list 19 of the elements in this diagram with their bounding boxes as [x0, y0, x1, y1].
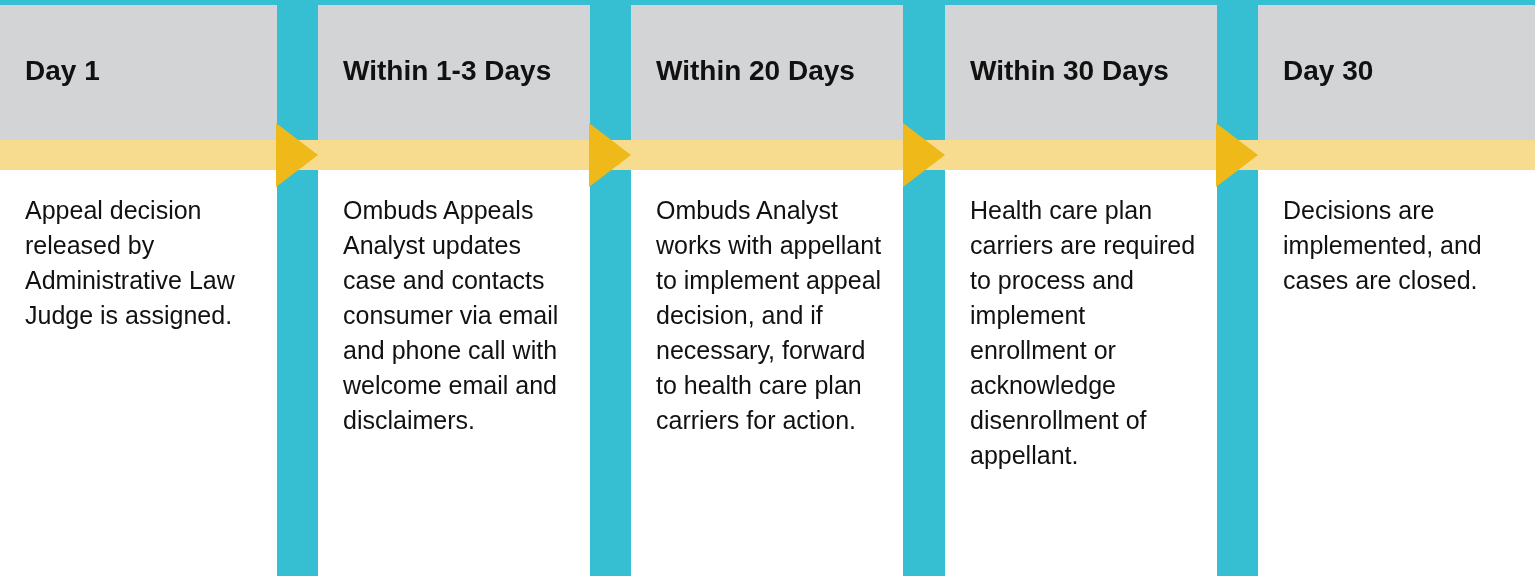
- arrow: [276, 123, 318, 187]
- step-card: [945, 5, 1217, 576]
- step-card: [0, 5, 277, 576]
- step-description: Appeal decision released by Administrative Law Judge is assigned.: [25, 195, 236, 331]
- step-card: [318, 5, 590, 576]
- step-description: Ombuds Analyst works with appellant to implement appeal decision, and if necessary, forward to health care plan carriers for action.: [656, 195, 883, 436]
- step-heading: Day 1: [25, 55, 100, 87]
- arrow: [589, 123, 631, 187]
- step-heading: Within 20 Days: [656, 55, 855, 87]
- step-heading: Within 1-3 Days: [343, 55, 552, 87]
- step-description: Ombuds Appeals Analyst updates case and contacts consumer via email and phone call with welcome email and disclaimers.: [343, 195, 560, 436]
- step-card: [1258, 5, 1535, 576]
- step-description: Health care plan carriers are required to process and implement enrollment or acknowledge disenrollment of appellant.: [970, 195, 1197, 471]
- step-card: [631, 5, 903, 576]
- arrow: [903, 123, 945, 187]
- step-heading: Within 30 Days: [970, 55, 1169, 87]
- arrow: [1216, 123, 1258, 187]
- step-description: Decisions are implemented, and cases are closed.: [1283, 195, 1483, 296]
- step-heading: Day 30: [1283, 55, 1374, 87]
